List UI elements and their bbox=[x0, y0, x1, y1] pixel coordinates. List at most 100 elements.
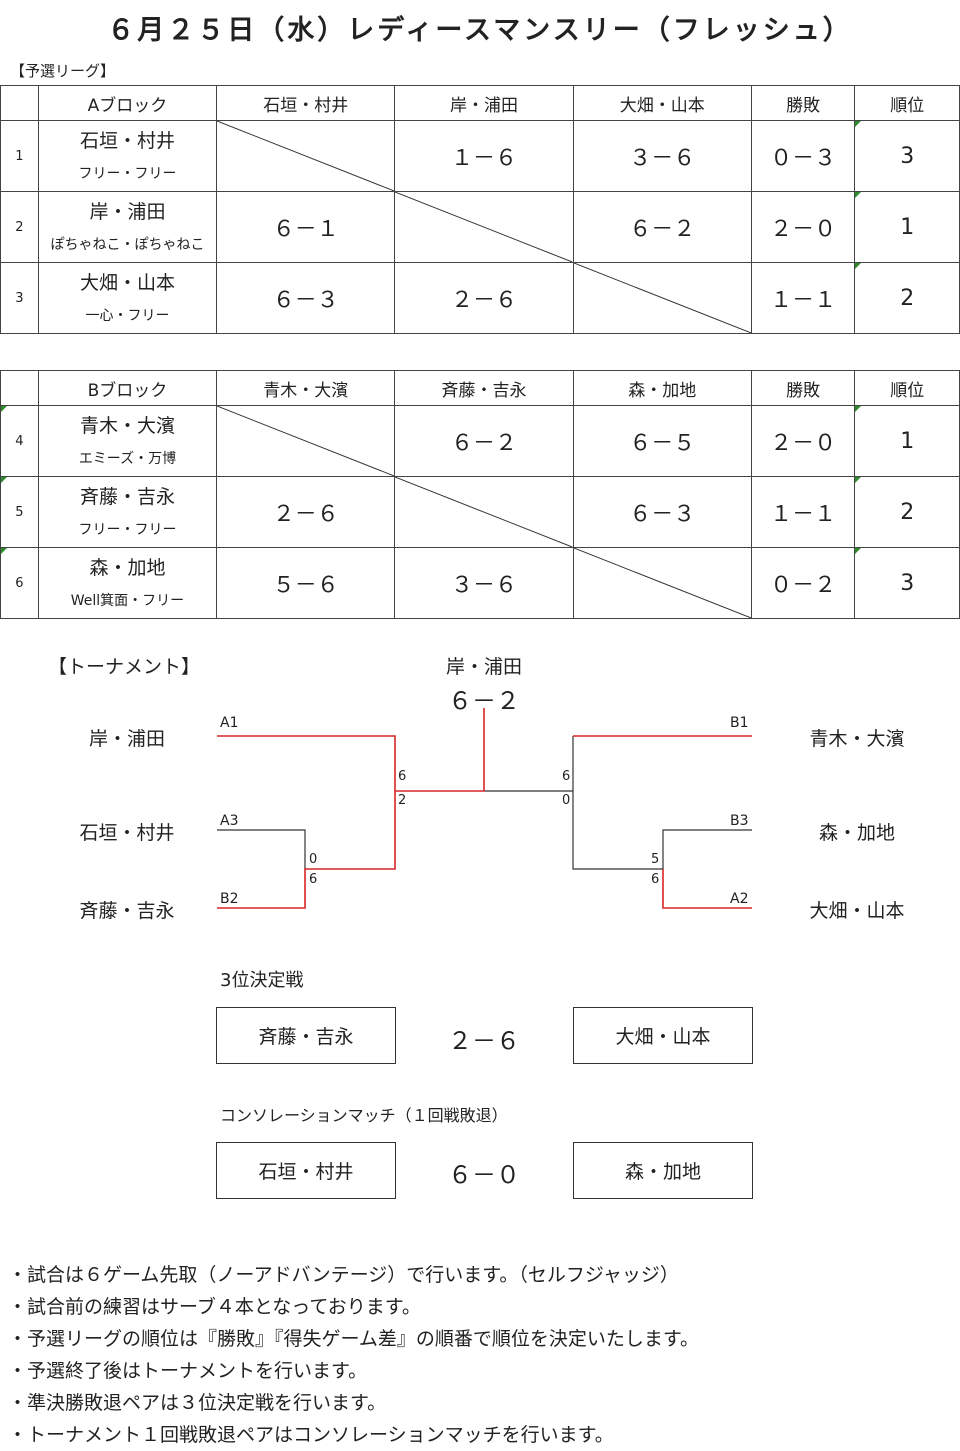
third-place-left-pair: 斉藤・吉永 bbox=[216, 1007, 396, 1064]
rank-value: 3 bbox=[900, 143, 915, 169]
corner-marker bbox=[855, 477, 862, 483]
note-line: ・試合は６ゲーム先取（ノーアドバンテージ）で行います。（セルフジャッジ） bbox=[8, 1264, 679, 1286]
column-header: 青木・大濱 bbox=[216, 370, 396, 406]
third-place-right-pair: 大畑・山本 bbox=[573, 1007, 753, 1064]
diagonal-line bbox=[395, 192, 572, 262]
record-header: 勝敗 bbox=[750, 85, 856, 121]
pair-name: 大畑・山本 bbox=[79, 272, 175, 294]
diagonal-cell bbox=[572, 262, 752, 334]
pair-cell: 斉藤・吉永 フリー・フリー bbox=[37, 476, 218, 548]
bracket-loser-lines bbox=[217, 736, 752, 870]
bracket-line-b2 bbox=[217, 791, 396, 909]
score-cell: ２－６ bbox=[216, 476, 396, 548]
third-place-score: ２－６ bbox=[448, 1027, 520, 1055]
diagonal-line bbox=[574, 548, 751, 618]
pair-name: 斉藤・吉永 bbox=[79, 486, 175, 508]
seed-label: A2 bbox=[730, 891, 749, 907]
club-name: エミーズ・万博 bbox=[78, 451, 177, 467]
right-player-2: 森・加地 bbox=[818, 822, 895, 844]
diagonal-cell bbox=[216, 405, 396, 477]
bracket-score: 0 bbox=[309, 852, 318, 867]
row-number: 5 bbox=[0, 476, 39, 548]
club-name: ぽちゃねこ・ぽちゃねこ bbox=[50, 237, 205, 253]
table-row: 2 岸・浦田 ぽちゃねこ・ぽちゃねこ ６－１ ６－２ ２－０ 1 bbox=[0, 191, 960, 263]
left-player-2: 石垣・村井 bbox=[79, 822, 175, 844]
score-cell: ６－２ bbox=[394, 405, 574, 477]
column-header: 石垣・村井 bbox=[216, 85, 396, 121]
champion-name: 岸・浦田 bbox=[445, 656, 522, 678]
tournament-label: 【トーナメント】 bbox=[48, 656, 201, 678]
record-header: 勝敗 bbox=[750, 370, 856, 406]
note-line: ・予選終了後はトーナメントを行います。 bbox=[8, 1360, 368, 1382]
table-row: 3 大畑・山本 一心・フリー ６－３ ２－６ １－１ 2 bbox=[0, 262, 960, 334]
row-number: 1 bbox=[0, 120, 39, 192]
corner-marker bbox=[1, 406, 7, 412]
seed-label: B2 bbox=[220, 891, 239, 907]
table-row: 4 青木・大濱 エミーズ・万博 ６－２ ６－５ ２－０ 1 bbox=[0, 405, 960, 477]
pair-name: 森・加地 bbox=[89, 557, 166, 579]
table-row: 5 斉藤・吉永 フリー・フリー ２－６ ６－３ １－１ 2 bbox=[0, 476, 960, 548]
block-b-table: Bブロック 青木・大濱 斉藤・吉永 森・加地 勝敗 順位 4 青木・大濱 エミー… bbox=[0, 370, 960, 619]
score-cell: ５－６ bbox=[216, 547, 396, 619]
consolation-right-pair: 森・加地 bbox=[573, 1142, 753, 1199]
pair-cell: 大畑・山本 一心・フリー bbox=[37, 262, 218, 334]
bracket-score: 6 bbox=[562, 769, 571, 784]
record-cell: １－１ bbox=[750, 262, 856, 334]
row-number: 6 bbox=[0, 547, 39, 619]
rank-cell: 3 bbox=[854, 120, 960, 192]
pair-cell: 石垣・村井 フリー・フリー bbox=[37, 120, 218, 192]
row-number-value: 4 bbox=[15, 433, 24, 449]
rank-value: 2 bbox=[900, 499, 915, 525]
score-cell: ６－１ bbox=[216, 191, 396, 263]
bracket-line-a2 bbox=[662, 869, 752, 909]
rank-value: 2 bbox=[900, 285, 915, 311]
club-name: 一心・フリー bbox=[85, 308, 170, 324]
table-header-row: Aブロック 石垣・村井 岸・浦田 大畑・山本 勝敗 順位 bbox=[0, 85, 960, 121]
row-number: 3 bbox=[0, 262, 39, 334]
rank-cell: 2 bbox=[854, 476, 960, 548]
rank-value: 1 bbox=[900, 428, 915, 454]
corner-marker bbox=[855, 192, 862, 198]
bracket-line-a1 bbox=[217, 708, 485, 792]
rank-value: 3 bbox=[900, 570, 915, 596]
record-cell: ０－２ bbox=[750, 547, 856, 619]
block-name: Bブロック bbox=[37, 370, 218, 406]
corner-marker bbox=[855, 406, 862, 412]
column-header: 森・加地 bbox=[572, 370, 752, 406]
table-row: 6 森・加地 Well箕面・フリー ５－６ ３－６ ０－２ 3 bbox=[0, 547, 960, 619]
rank-cell: 2 bbox=[854, 262, 960, 334]
pair-cell: 青木・大濱 エミーズ・万博 bbox=[37, 405, 218, 477]
column-header: 大畑・山本 bbox=[572, 85, 752, 121]
column-header: 岸・浦田 bbox=[394, 85, 574, 121]
seed-label: B1 bbox=[730, 715, 749, 731]
bracket-score: 6 bbox=[309, 872, 318, 887]
club-name: Well箕面・フリー bbox=[70, 593, 185, 609]
bracket-score: 6 bbox=[651, 872, 660, 887]
column-header: 斉藤・吉永 bbox=[394, 370, 574, 406]
pair-cell: 森・加地 Well箕面・フリー bbox=[37, 547, 218, 619]
header-empty-cell bbox=[0, 370, 39, 406]
corner-marker bbox=[1, 477, 7, 483]
club-name: フリー・フリー bbox=[78, 166, 177, 182]
rank-cell: 1 bbox=[854, 191, 960, 263]
seed-label: B3 bbox=[730, 813, 749, 829]
score-cell: ２－６ bbox=[394, 262, 574, 334]
bracket-line-b3 bbox=[662, 829, 752, 869]
rank-cell: 3 bbox=[854, 547, 960, 619]
left-player-1: 岸・浦田 bbox=[88, 728, 165, 750]
rank-header: 順位 bbox=[854, 370, 960, 406]
score-cell: ６－３ bbox=[572, 476, 752, 548]
note-line: ・トーナメント１回戦敗退ペアはコンソレーションマッチを行います。 bbox=[8, 1424, 614, 1446]
header-empty-cell bbox=[0, 85, 39, 121]
diagonal-line bbox=[395, 477, 572, 547]
bracket-line-right-semi bbox=[572, 736, 663, 870]
diagonal-cell bbox=[216, 120, 396, 192]
diagonal-cell bbox=[572, 547, 752, 619]
club-name: フリー・フリー bbox=[78, 522, 177, 538]
third-place-label: 3位決定戦 bbox=[220, 970, 304, 991]
seed-label: A3 bbox=[220, 813, 239, 829]
note-line: ・試合前の練習はサーブ４本となっております。 bbox=[8, 1296, 421, 1318]
corner-marker bbox=[855, 121, 862, 127]
diagonal-cell bbox=[394, 191, 574, 263]
record-cell: ２－０ bbox=[750, 191, 856, 263]
